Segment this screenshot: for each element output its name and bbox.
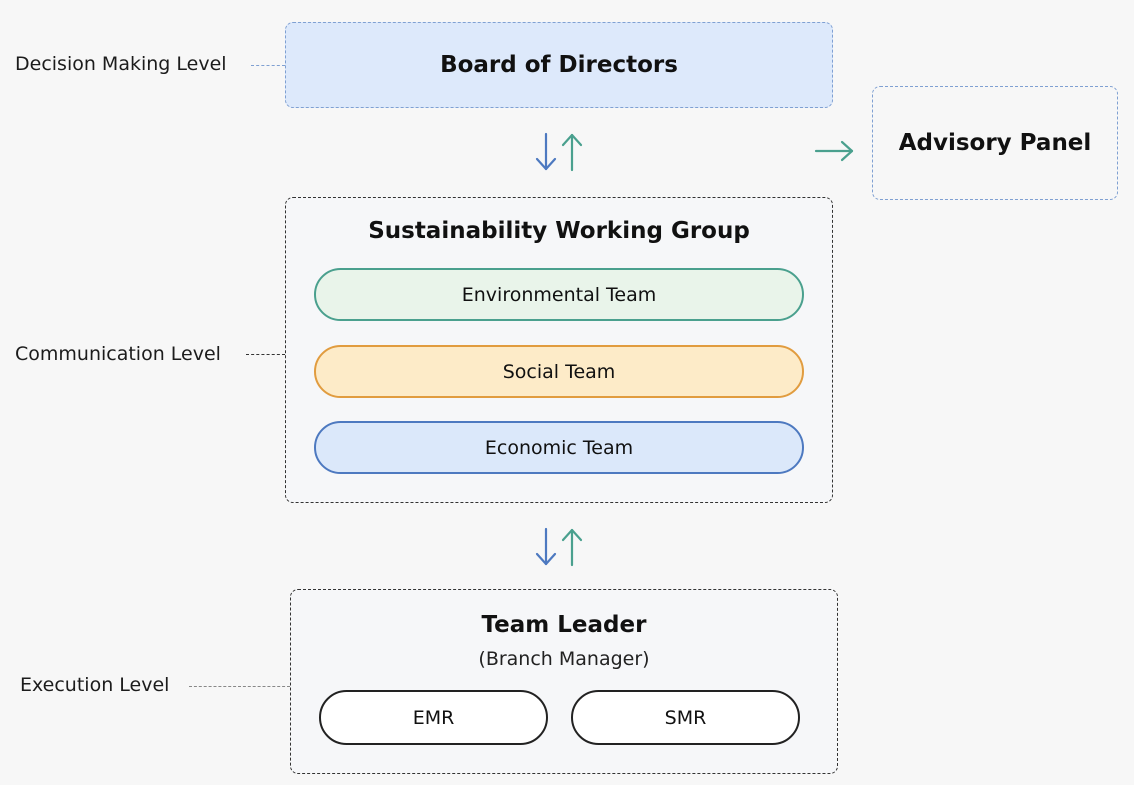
board-of-directors-box: Board of Directors <box>285 22 833 108</box>
up-arrow-icon <box>561 133 583 172</box>
right-arrow-icon <box>814 140 854 162</box>
smr-pill: SMR <box>571 690 800 745</box>
team-leader-subtitle: (Branch Manager) <box>478 648 650 670</box>
advisory-panel-box: Advisory Panel <box>872 86 1118 200</box>
down-arrow-icon <box>535 132 557 171</box>
decision-connector <box>251 65 285 66</box>
level-label-communication: Communication Level <box>15 343 221 365</box>
environmental-team-pill: Environmental Team <box>314 268 804 321</box>
smr-label: SMR <box>664 706 707 729</box>
working-group-title: Sustainability Working Group <box>368 218 750 244</box>
team-leader-box: Team Leader (Branch Manager) EMR SMR <box>290 589 838 774</box>
economic-team-pill: Economic Team <box>314 421 804 474</box>
communication-connector <box>246 354 285 355</box>
environmental-team-label: Environmental Team <box>461 283 657 306</box>
advisory-title: Advisory Panel <box>898 130 1092 156</box>
up-arrow-icon <box>561 528 583 567</box>
social-team-pill: Social Team <box>314 345 804 398</box>
emr-pill: EMR <box>319 690 548 745</box>
execution-connector <box>189 686 290 687</box>
emr-label: EMR <box>412 706 455 729</box>
level-label-decision: Decision Making Level <box>15 53 227 75</box>
level-label-execution: Execution Level <box>20 674 170 696</box>
working-group-box: Sustainability Working Group Environment… <box>285 197 833 503</box>
team-leader-title: Team Leader <box>481 612 647 638</box>
social-team-label: Social Team <box>502 360 616 383</box>
economic-team-label: Economic Team <box>484 436 634 459</box>
board-title: Board of Directors <box>440 52 678 78</box>
down-arrow-icon <box>535 527 557 566</box>
